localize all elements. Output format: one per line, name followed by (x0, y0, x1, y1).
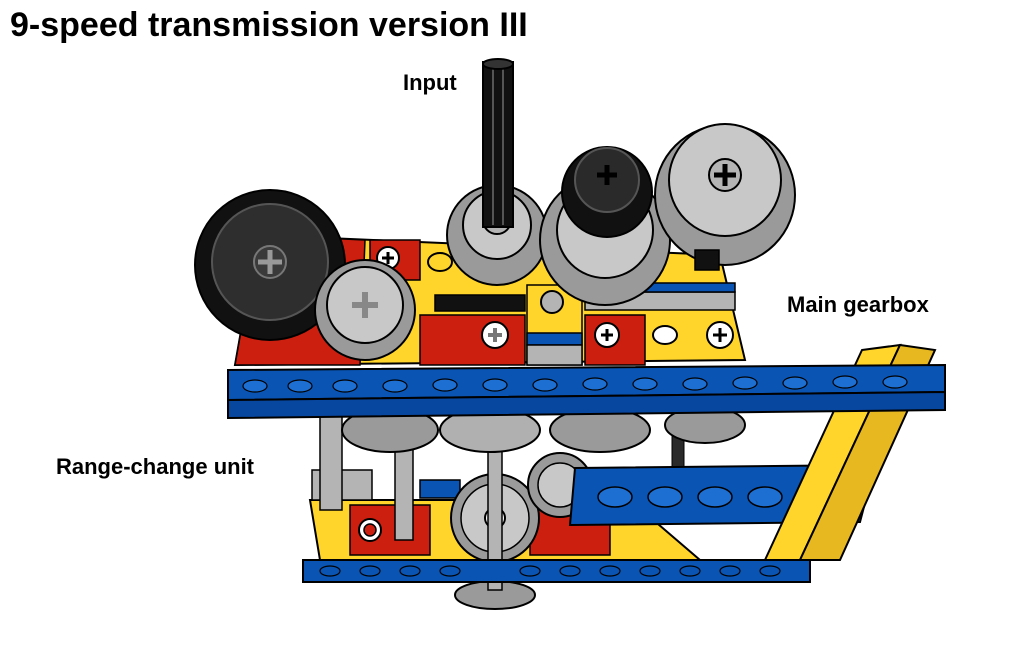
range-change-unit-label: Range-change unit (56, 454, 255, 479)
lower-beam-holes (319, 565, 781, 577)
lower-hole (363, 523, 377, 537)
large-black-gear (194, 189, 346, 341)
large-gray-gear (654, 123, 796, 271)
main-gearbox-assembly (194, 58, 946, 453)
main-gearbox-label: Main gearbox (787, 292, 929, 317)
upper-beam-holes (242, 375, 908, 393)
support-axle (319, 414, 343, 511)
main-red-tile (419, 314, 526, 366)
lower-blue-beam (302, 559, 811, 583)
input-axle (482, 58, 514, 228)
lower-blue-tile (419, 479, 461, 499)
input-label: Input (403, 70, 457, 95)
small-black-gear (561, 146, 653, 238)
center-bushing (540, 290, 564, 314)
center-blue-tile (526, 332, 583, 346)
small-gray-gear (314, 259, 416, 361)
intermediate-gear (341, 406, 746, 453)
center-gray-tile (526, 344, 583, 366)
diagram-title: 9-speed transmission version III (10, 6, 528, 44)
main-black-strip (434, 294, 526, 312)
upper-blue-beam-front (227, 390, 946, 420)
